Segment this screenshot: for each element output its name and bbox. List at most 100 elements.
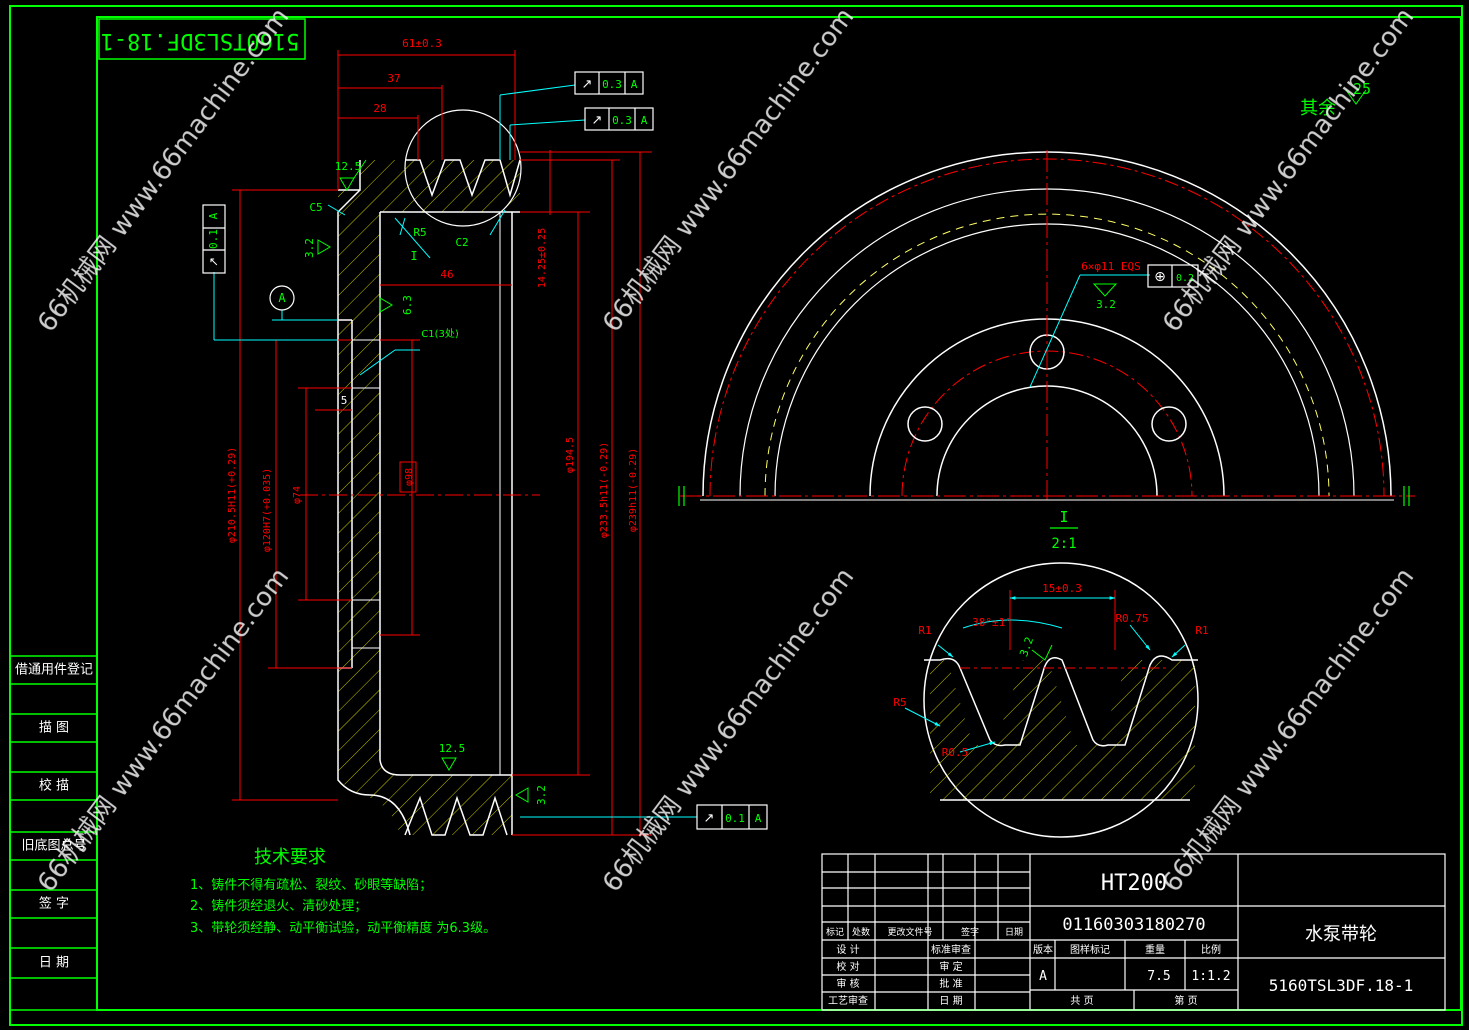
scale-label: 比例: [1201, 943, 1221, 956]
total-sheets: 共 页: [1070, 995, 1093, 1007]
weight-value: 7.5: [1147, 969, 1170, 984]
watermark-5: 66机械网 www.66machine.com: [597, 562, 860, 898]
weight-label: 重量: [1145, 943, 1165, 956]
dim-46: 46: [440, 268, 453, 281]
label-c2: C2: [455, 236, 468, 249]
dim-phi-210: φ210.5H11(+0.29): [227, 447, 238, 543]
tol-2-value: 0.1: [207, 229, 220, 249]
row-label-2: 审 核: [836, 977, 859, 990]
rough-32-left: 3.2: [303, 238, 316, 258]
label-detail-ref: I: [410, 249, 417, 263]
watermark-3: 66机械网 www.66machine.com: [1157, 2, 1420, 338]
title-drawing-code: 01160303180270: [1062, 915, 1205, 935]
tol-0-datum: A: [631, 78, 638, 91]
roughness-other: 其余: [1300, 98, 1336, 119]
section-dims: [232, 50, 652, 836]
stamp-1: 描 图: [39, 721, 69, 736]
mid-label-0: 标准审查: [931, 943, 971, 956]
detail-label: I: [1059, 508, 1068, 526]
hdr-3: 签字: [961, 926, 979, 938]
front-rough: 3.2: [1096, 298, 1116, 311]
tol-1-symbol: ↗: [592, 113, 603, 128]
section-leaders: [213, 84, 697, 818]
dim-phi-194: φ194.5: [565, 437, 576, 473]
marking-value: A: [1039, 969, 1047, 984]
roughness-other-value: 25: [1353, 80, 1371, 98]
detail-r1-right: R1: [1195, 624, 1208, 637]
dim-phi-outer: φ239h11(-0.29): [628, 448, 639, 532]
hdr-0: 标记: [826, 926, 844, 938]
tol-frame-3: [696, 804, 768, 830]
detail-r1-left: R1: [918, 624, 931, 637]
row-label-3: 工艺审查: [828, 994, 868, 1007]
stamp-4: 签 字: [39, 896, 69, 912]
dim-61: 61±0.3: [402, 37, 442, 50]
title-material: HT200: [1101, 871, 1167, 896]
stamp-2: 校 描: [39, 778, 69, 794]
detail-scale: 2:1: [1051, 536, 1076, 552]
detail-r075: R0.75: [1115, 612, 1148, 625]
tech-item-3: 3、带轮须经静、动平衡试验，动平衡精度 为6.3级。: [190, 920, 496, 936]
label-r5: R5: [413, 226, 426, 239]
version-label: 版本: [1033, 943, 1053, 956]
rough-125-bottom: 12.5: [439, 742, 466, 755]
title-part-name: 水泵带轮: [1305, 924, 1377, 945]
detail-r5: R5: [893, 696, 906, 709]
roughness-other-symbol: [1345, 89, 1367, 105]
stamp-3: 旧底图总号: [21, 838, 86, 854]
detail-ref-circle: [404, 109, 522, 227]
position-tol-value: 0.2: [1176, 273, 1194, 284]
detail-angle: 38°±1°: [972, 616, 1012, 629]
tech-item-2: 2、铸件须经退火、清砂处理；: [190, 898, 367, 914]
detail-view: [904, 562, 1199, 838]
tech-item-1: 1、铸件不得有疏松、裂纹、砂眼等缺陷；: [190, 877, 432, 893]
tol-3-symbol: ↗: [704, 811, 715, 826]
hdr-2: 更改文件号: [887, 926, 932, 938]
tol-2-datum: A: [207, 212, 220, 219]
sheet-label: 第 页: [1174, 994, 1197, 1007]
rough-125-top: 12.5: [335, 160, 362, 173]
title-block: [821, 853, 1446, 1011]
row-label-1: 校 对: [836, 960, 859, 973]
watermark-6: 66机械网 www.66machine.com: [1157, 562, 1420, 898]
holes-label: 6×φ11 EQS: [1081, 260, 1141, 273]
side-stamps: [9, 655, 98, 1011]
section-hatch: [338, 160, 520, 835]
dim-5: 5: [341, 394, 348, 407]
tol-3-datum: A: [755, 812, 762, 825]
detail-r05: R0.5: [942, 746, 969, 759]
phi-98-box: [399, 461, 417, 493]
dim-phi-74: φ74: [292, 486, 303, 504]
datum-a-circle: [269, 285, 295, 311]
hdr-1: 处数: [852, 926, 870, 938]
dim-phi-233: φ233.5h11(-0.29): [599, 442, 610, 538]
tol-3-value: 0.1: [725, 812, 745, 825]
rotated-code: 5160TSL3DF.18-1: [101, 28, 300, 53]
dim-phi-120: φ120H7(+0.035): [262, 468, 273, 552]
label-c1: C1(3处): [421, 328, 459, 340]
label-c5: C5: [309, 201, 322, 214]
dim-14: 14.25±0.25: [537, 228, 548, 288]
tol-frame-1: [584, 107, 654, 131]
detail-rough: 3.2: [1017, 635, 1036, 658]
front-view: [678, 150, 1415, 506]
rough-63: 6.3: [401, 295, 414, 315]
mid-label-3: 日 期: [939, 995, 962, 1007]
rough-symbols: [317, 159, 529, 803]
tol-1-value: 0.3: [612, 114, 632, 127]
hdr-4: 日期: [1005, 927, 1023, 938]
tol-frame-2: [202, 204, 226, 274]
stamp-0: 借通用件登记: [15, 663, 93, 678]
detail-width: 15±0.3: [1042, 582, 1082, 595]
mid-label-1: 审 定: [939, 960, 962, 973]
position-tol-symbol: ⊕: [1154, 269, 1166, 285]
tol-frame-0: [574, 71, 644, 95]
row-label-0: 设 计: [836, 943, 859, 956]
stamp-5: 日 期: [39, 956, 69, 971]
datum-a-label: A: [278, 291, 286, 305]
tol-1-datum: A: [641, 114, 648, 127]
mid-label-2: 批 准: [939, 977, 962, 990]
section-outline: [337, 160, 520, 836]
inner-frame: [96, 16, 1462, 1011]
